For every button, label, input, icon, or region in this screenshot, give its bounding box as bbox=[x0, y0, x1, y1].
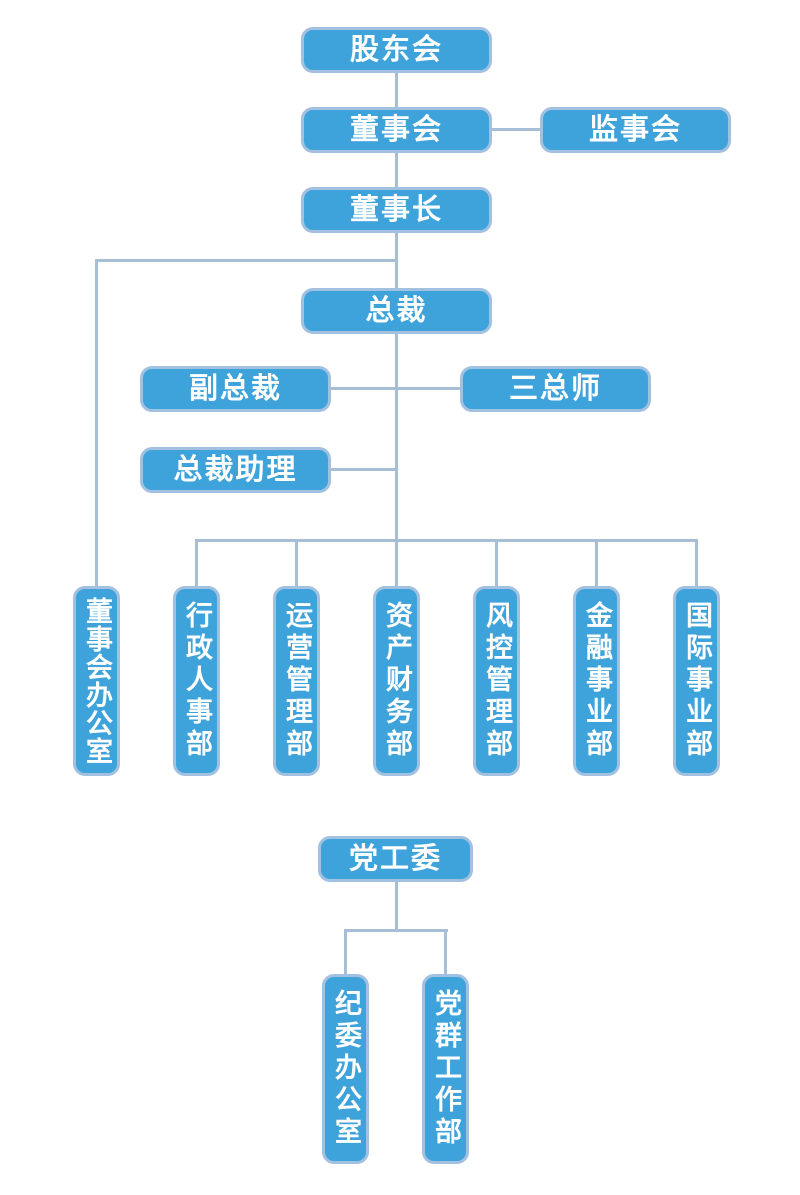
node-admin-hr: 行政人事部 bbox=[173, 586, 220, 776]
node-finance-business: 金融事业部 bbox=[573, 586, 620, 776]
connector-vice-president bbox=[330, 387, 396, 390]
connector-left-branch-horizontal bbox=[95, 259, 398, 262]
node-president-label: 总裁 bbox=[365, 294, 428, 327]
node-board-office-label: 董事会办公室 bbox=[82, 597, 112, 765]
node-party-committee-label: 党工委 bbox=[348, 842, 442, 875]
node-risk-control-label: 风控管理部 bbox=[482, 601, 512, 761]
connector-president-assistant bbox=[330, 468, 396, 471]
connector-party-horizontal bbox=[344, 929, 448, 932]
node-shareholders-label: 股东会 bbox=[349, 33, 443, 66]
connector-drop-operations bbox=[295, 539, 298, 586]
node-operations-label: 运营管理部 bbox=[282, 601, 312, 761]
node-party-mass-work-label: 党群工作部 bbox=[431, 989, 461, 1149]
node-supervisory: 监事会 bbox=[540, 107, 731, 153]
connector-drop-international bbox=[695, 539, 698, 586]
node-three-chiefs-label: 三总师 bbox=[508, 372, 602, 405]
node-president: 总裁 bbox=[301, 288, 492, 334]
node-asset-finance-label: 资产财务部 bbox=[382, 601, 412, 761]
node-international-label: 国际事业部 bbox=[682, 601, 712, 761]
connector-board-chairman bbox=[395, 153, 398, 187]
node-president-assistant: 总裁助理 bbox=[140, 447, 331, 493]
node-party-committee: 党工委 bbox=[318, 836, 473, 882]
connector-three-chiefs bbox=[397, 387, 460, 390]
node-president-assistant-label: 总裁助理 bbox=[173, 453, 298, 486]
node-operations: 运营管理部 bbox=[273, 586, 320, 776]
node-admin-hr-label: 行政人事部 bbox=[182, 601, 212, 761]
connector-left-branch-vertical bbox=[95, 259, 98, 586]
node-party-mass-work: 党群工作部 bbox=[422, 974, 469, 1164]
connector-drop-finance-business bbox=[595, 539, 598, 586]
node-chairman-label: 董事长 bbox=[349, 193, 443, 226]
connector-drop-admin-hr bbox=[195, 539, 198, 586]
connector-party-vertical bbox=[395, 882, 398, 932]
connector-president-departments bbox=[395, 334, 398, 586]
node-vice-president-label: 副总裁 bbox=[188, 372, 282, 405]
connector-board-supervisory bbox=[492, 128, 540, 131]
connector-drop-party-mass-work bbox=[444, 929, 447, 974]
node-three-chiefs: 三总师 bbox=[460, 366, 651, 412]
connector-departments-horizontal bbox=[195, 539, 698, 542]
node-discipline-office: 纪委办公室 bbox=[322, 974, 369, 1164]
connector-drop-discipline-office bbox=[344, 929, 347, 974]
node-board-label: 董事会 bbox=[349, 113, 443, 146]
node-shareholders: 股东会 bbox=[301, 27, 492, 73]
node-discipline-office-label: 纪委办公室 bbox=[331, 989, 361, 1149]
connector-shareholders-board bbox=[395, 73, 398, 107]
node-finance-business-label: 金融事业部 bbox=[582, 601, 612, 761]
node-supervisory-label: 监事会 bbox=[588, 113, 682, 146]
node-board: 董事会 bbox=[301, 107, 492, 153]
node-risk-control: 风控管理部 bbox=[473, 586, 520, 776]
connector-drop-risk-control bbox=[495, 539, 498, 586]
node-asset-finance: 资产财务部 bbox=[373, 586, 420, 776]
node-chairman: 董事长 bbox=[301, 187, 492, 233]
node-vice-president: 副总裁 bbox=[140, 366, 331, 412]
node-international: 国际事业部 bbox=[673, 586, 720, 776]
node-board-office: 董事会办公室 bbox=[73, 586, 120, 776]
